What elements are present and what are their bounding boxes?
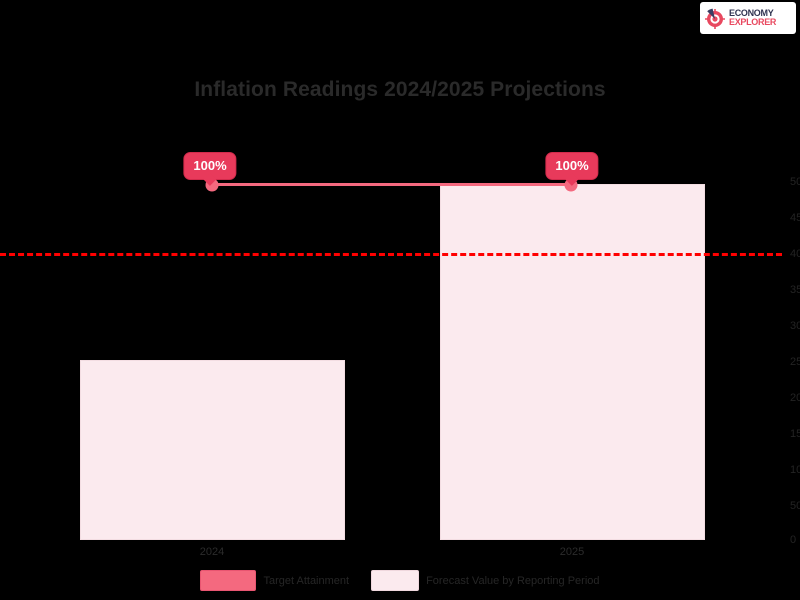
logo-line-1: ECONOMY bbox=[729, 7, 774, 18]
legend-label-attainment: Target Attainment bbox=[263, 574, 350, 587]
attainment-label-2025: 100% bbox=[545, 152, 599, 180]
legend-swatch-line-icon bbox=[200, 570, 257, 591]
logo-line-2: EXPLORER bbox=[729, 17, 777, 27]
legend-item-forecast[interactable]: Forecast Value by Reporting Period bbox=[371, 570, 600, 591]
right-tick-2: 400 bbox=[790, 248, 800, 260]
right-tick-6: 200 bbox=[790, 392, 800, 404]
category-label-2025: 2025 bbox=[559, 546, 585, 558]
bar-2025[interactable] bbox=[440, 184, 705, 540]
logo-wordmark: ECONOMY EXPLORER bbox=[729, 7, 777, 27]
right-tick-5: 250 bbox=[790, 356, 800, 368]
legend-label-forecast: Forecast Value by Reporting Period bbox=[426, 574, 600, 587]
right-tick-0: 500 bbox=[790, 176, 800, 188]
right-tick-4: 300 bbox=[790, 320, 800, 332]
right-tick-7: 150 bbox=[790, 428, 800, 440]
logo-burst-icon bbox=[704, 7, 726, 29]
right-tick-10: 0 bbox=[790, 534, 797, 546]
legend-item-attainment[interactable]: Target Attainment bbox=[200, 570, 349, 591]
right-tick-1: 450 bbox=[790, 212, 800, 224]
bar-2024[interactable] bbox=[80, 360, 345, 540]
right-tick-9: 50 bbox=[790, 500, 800, 512]
app-logo: ECONOMY EXPLORER bbox=[700, 2, 796, 34]
chart-title: Inflation Readings 2024/2025 Projections bbox=[194, 78, 606, 101]
right-tick-3: 350 bbox=[790, 284, 800, 296]
attainment-label-2024: 100% bbox=[183, 152, 237, 180]
legend-swatch-bar-icon bbox=[371, 570, 420, 591]
right-tick-8: 100 bbox=[790, 464, 800, 476]
attainment-line bbox=[208, 183, 572, 186]
chart-legend: Target Attainment Forecast Value by Repo… bbox=[0, 570, 800, 591]
category-label-2024: 2024 bbox=[199, 546, 225, 558]
target-reference-line bbox=[0, 253, 782, 256]
chart-plot-area: 100% 100% 100% 85% 70% 55% 40% 25% 10% 5… bbox=[0, 152, 800, 558]
